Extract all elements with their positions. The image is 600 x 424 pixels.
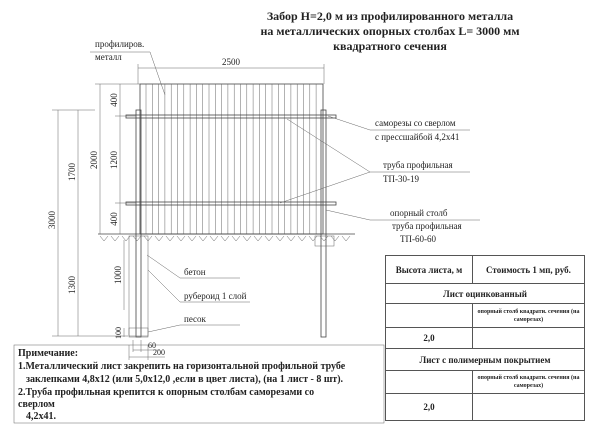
height-value: 2,0 bbox=[385, 327, 473, 349]
hatch-mark bbox=[264, 235, 274, 242]
notes-heading: Примечание: bbox=[18, 348, 78, 359]
title-line-2: на металлических опорных столбах L= 3000… bbox=[260, 24, 519, 38]
label-profiled-metal: профилиров. bbox=[95, 39, 144, 49]
empty-cell bbox=[385, 303, 473, 328]
section-title-polymer: Лист с полимерным покрытием bbox=[385, 348, 585, 371]
dim-height: 2000 bbox=[89, 151, 99, 170]
table-header-row: Высота листа, м Стоимость 1 мп, руб. bbox=[385, 255, 585, 284]
dim-post-width: 60 bbox=[148, 341, 156, 350]
hatch-mark bbox=[165, 235, 175, 242]
label-concrete: бетон bbox=[184, 267, 206, 277]
dim-middle: 1200 bbox=[109, 151, 119, 170]
cost-value bbox=[472, 327, 585, 349]
hatch-mark bbox=[286, 235, 296, 242]
dim-hole-width: 200 bbox=[153, 348, 165, 357]
table-row: опорный столб квадрати. сечения (на само… bbox=[385, 303, 585, 328]
hatch-mark bbox=[209, 235, 219, 242]
hatch-mark bbox=[319, 235, 329, 242]
hatch-mark bbox=[242, 235, 252, 242]
note-line-3: 2.Труба профильная крепится к опорным ст… bbox=[18, 387, 314, 398]
table-row: 2,0 bbox=[385, 393, 585, 421]
hatch-mark bbox=[231, 235, 241, 242]
empty-cell bbox=[385, 370, 473, 394]
dim-width: 2500 bbox=[222, 57, 241, 67]
hatch-mark bbox=[176, 235, 186, 242]
label-post-2: труба профильная bbox=[392, 221, 462, 231]
note-line-1: 1.Металлический лист закрепить на горизо… bbox=[18, 361, 346, 372]
hatch-mark bbox=[99, 235, 109, 242]
note-line-5: 4,2х41. bbox=[26, 411, 57, 422]
label-pipe-2: ТП-30-19 bbox=[383, 174, 419, 184]
dim-footing: 1000 bbox=[113, 266, 123, 285]
hatch-mark bbox=[253, 235, 263, 242]
label-screws: саморезы со сверлом bbox=[375, 118, 456, 128]
label-pipe: труба профильная bbox=[383, 160, 453, 170]
left-footing bbox=[128, 235, 149, 337]
table-row: 2,0 bbox=[385, 327, 585, 349]
dim-bottom: 400 bbox=[109, 212, 119, 226]
dim-top: 400 bbox=[109, 93, 119, 107]
sand-layer bbox=[128, 327, 149, 338]
profiled-sheet bbox=[139, 83, 324, 235]
section-title-row: Лист с полимерным покрытием bbox=[385, 348, 585, 371]
hatch-mark bbox=[154, 235, 164, 242]
hatch-mark bbox=[341, 235, 351, 242]
hatch-mark bbox=[110, 235, 120, 242]
title-line-1: Забор H=2,0 м из профилированного металл… bbox=[267, 9, 513, 23]
notes-box bbox=[13, 344, 385, 424]
note-line-2: заклепками 4,8х12 (или 5,0х12,0 ,если в … bbox=[26, 374, 344, 385]
cost-value bbox=[472, 393, 585, 421]
dimension-lines bbox=[52, 64, 325, 360]
hatch-mark bbox=[330, 235, 340, 242]
hatch-mark bbox=[308, 235, 318, 242]
table-row: опорный столб квадрати. сечения (на само… bbox=[385, 370, 585, 394]
price-table: Высота листа, м Стоимость 1 мп, руб. Лис… bbox=[385, 255, 585, 421]
label-post-3: ТП-60-60 bbox=[400, 234, 436, 244]
dim-total: 3000 bbox=[47, 211, 57, 230]
hatch-mark bbox=[187, 235, 197, 242]
post-type-cell: опорный столб квадрати. сечения (на само… bbox=[472, 370, 585, 394]
title-line-3: квадратного сечения bbox=[333, 39, 447, 53]
right-footing bbox=[314, 235, 335, 247]
hatch-mark bbox=[198, 235, 208, 242]
hatch-mark bbox=[121, 235, 131, 242]
header-height: Высота листа, м bbox=[385, 255, 473, 284]
dim-above-ground: 1700 bbox=[67, 163, 77, 182]
dim-below-ground: 1300 bbox=[67, 276, 77, 295]
dim-sand: 100 bbox=[114, 327, 123, 339]
label-profiled-metal-2: металл bbox=[95, 52, 122, 62]
hatch-mark bbox=[220, 235, 230, 242]
leader-lines bbox=[90, 51, 480, 333]
label-post: опорный столб bbox=[390, 208, 448, 218]
header-cost: Стоимость 1 мп, руб. bbox=[472, 255, 585, 284]
height-value: 2,0 bbox=[385, 393, 473, 421]
label-ruberoid: рубероид 1 слой bbox=[184, 291, 247, 301]
right-post bbox=[320, 109, 327, 338]
section-title-row: Лист оцинкованный bbox=[385, 283, 585, 304]
label-sand: песок bbox=[184, 314, 207, 324]
hatch-mark bbox=[132, 235, 142, 242]
hatch-mark bbox=[297, 235, 307, 242]
post-type-cell: опорный столб квадрати. сечения (на само… bbox=[472, 303, 585, 328]
hatch-mark bbox=[275, 235, 285, 242]
ground-hatch bbox=[99, 235, 351, 242]
section-title-galvanized: Лист оцинкованный bbox=[385, 283, 585, 304]
top-rail bbox=[125, 114, 337, 119]
note-line-4: сверлом bbox=[18, 399, 55, 410]
label-screws-2: с прессшайбой 4,2х41 bbox=[375, 132, 459, 142]
bottom-rail bbox=[125, 201, 337, 206]
